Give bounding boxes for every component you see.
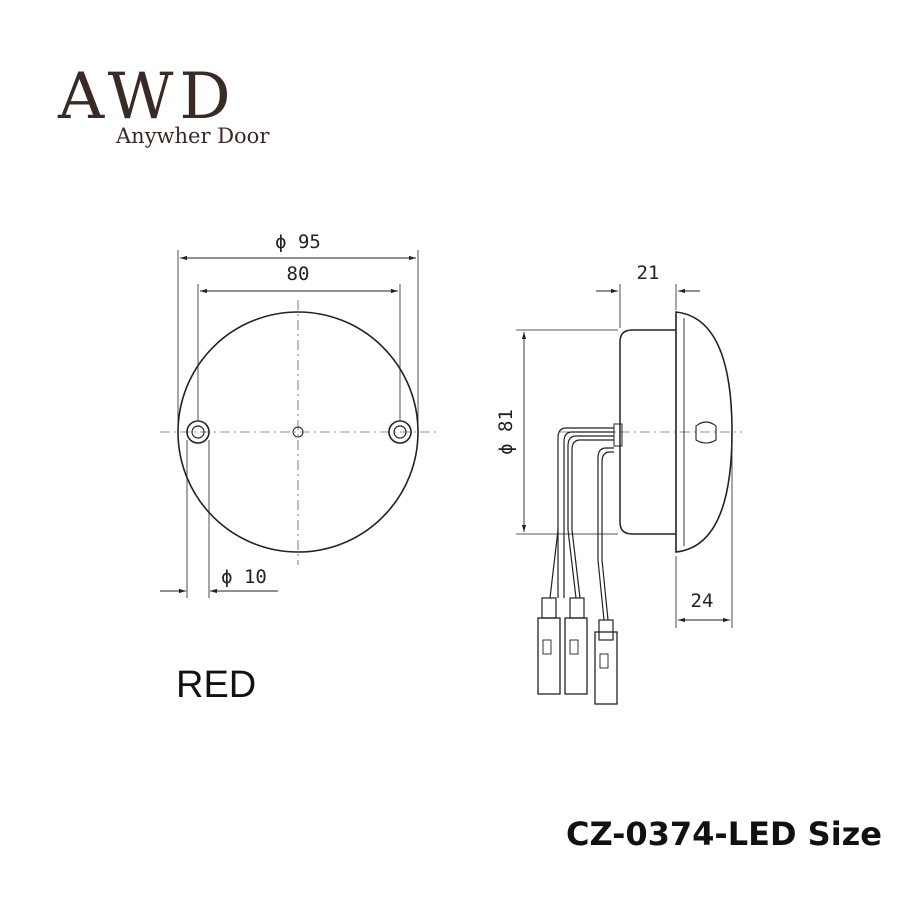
lamp-lens xyxy=(675,311,733,553)
dim-body-depth: 21 xyxy=(637,262,660,284)
dim-outer-diameter: ϕ 95 xyxy=(275,231,321,253)
brand-logo: AWD Anywher Door xyxy=(57,60,270,148)
dim-hole-diameter: ϕ 10 xyxy=(221,566,267,588)
logo-title: AWD xyxy=(57,60,237,134)
mounting-hole-left xyxy=(186,420,210,444)
mounting-hole-right xyxy=(388,420,412,444)
model-size-label: CZ-0374-LED Size xyxy=(566,815,882,853)
wire-terminal-3 xyxy=(594,619,618,705)
wire-terminal-1 xyxy=(537,597,561,695)
side-view xyxy=(516,284,742,705)
dim-mount-spacing: 80 xyxy=(287,263,310,285)
front-view xyxy=(160,250,440,598)
logo-tagline: Anywher Door xyxy=(115,124,270,148)
dim-lens-height: ϕ 81 xyxy=(495,409,517,455)
wire-terminal-2 xyxy=(564,597,588,695)
color-label: RED xyxy=(176,664,256,706)
dim-total-depth: 24 xyxy=(691,590,714,612)
center-mark xyxy=(292,426,304,438)
